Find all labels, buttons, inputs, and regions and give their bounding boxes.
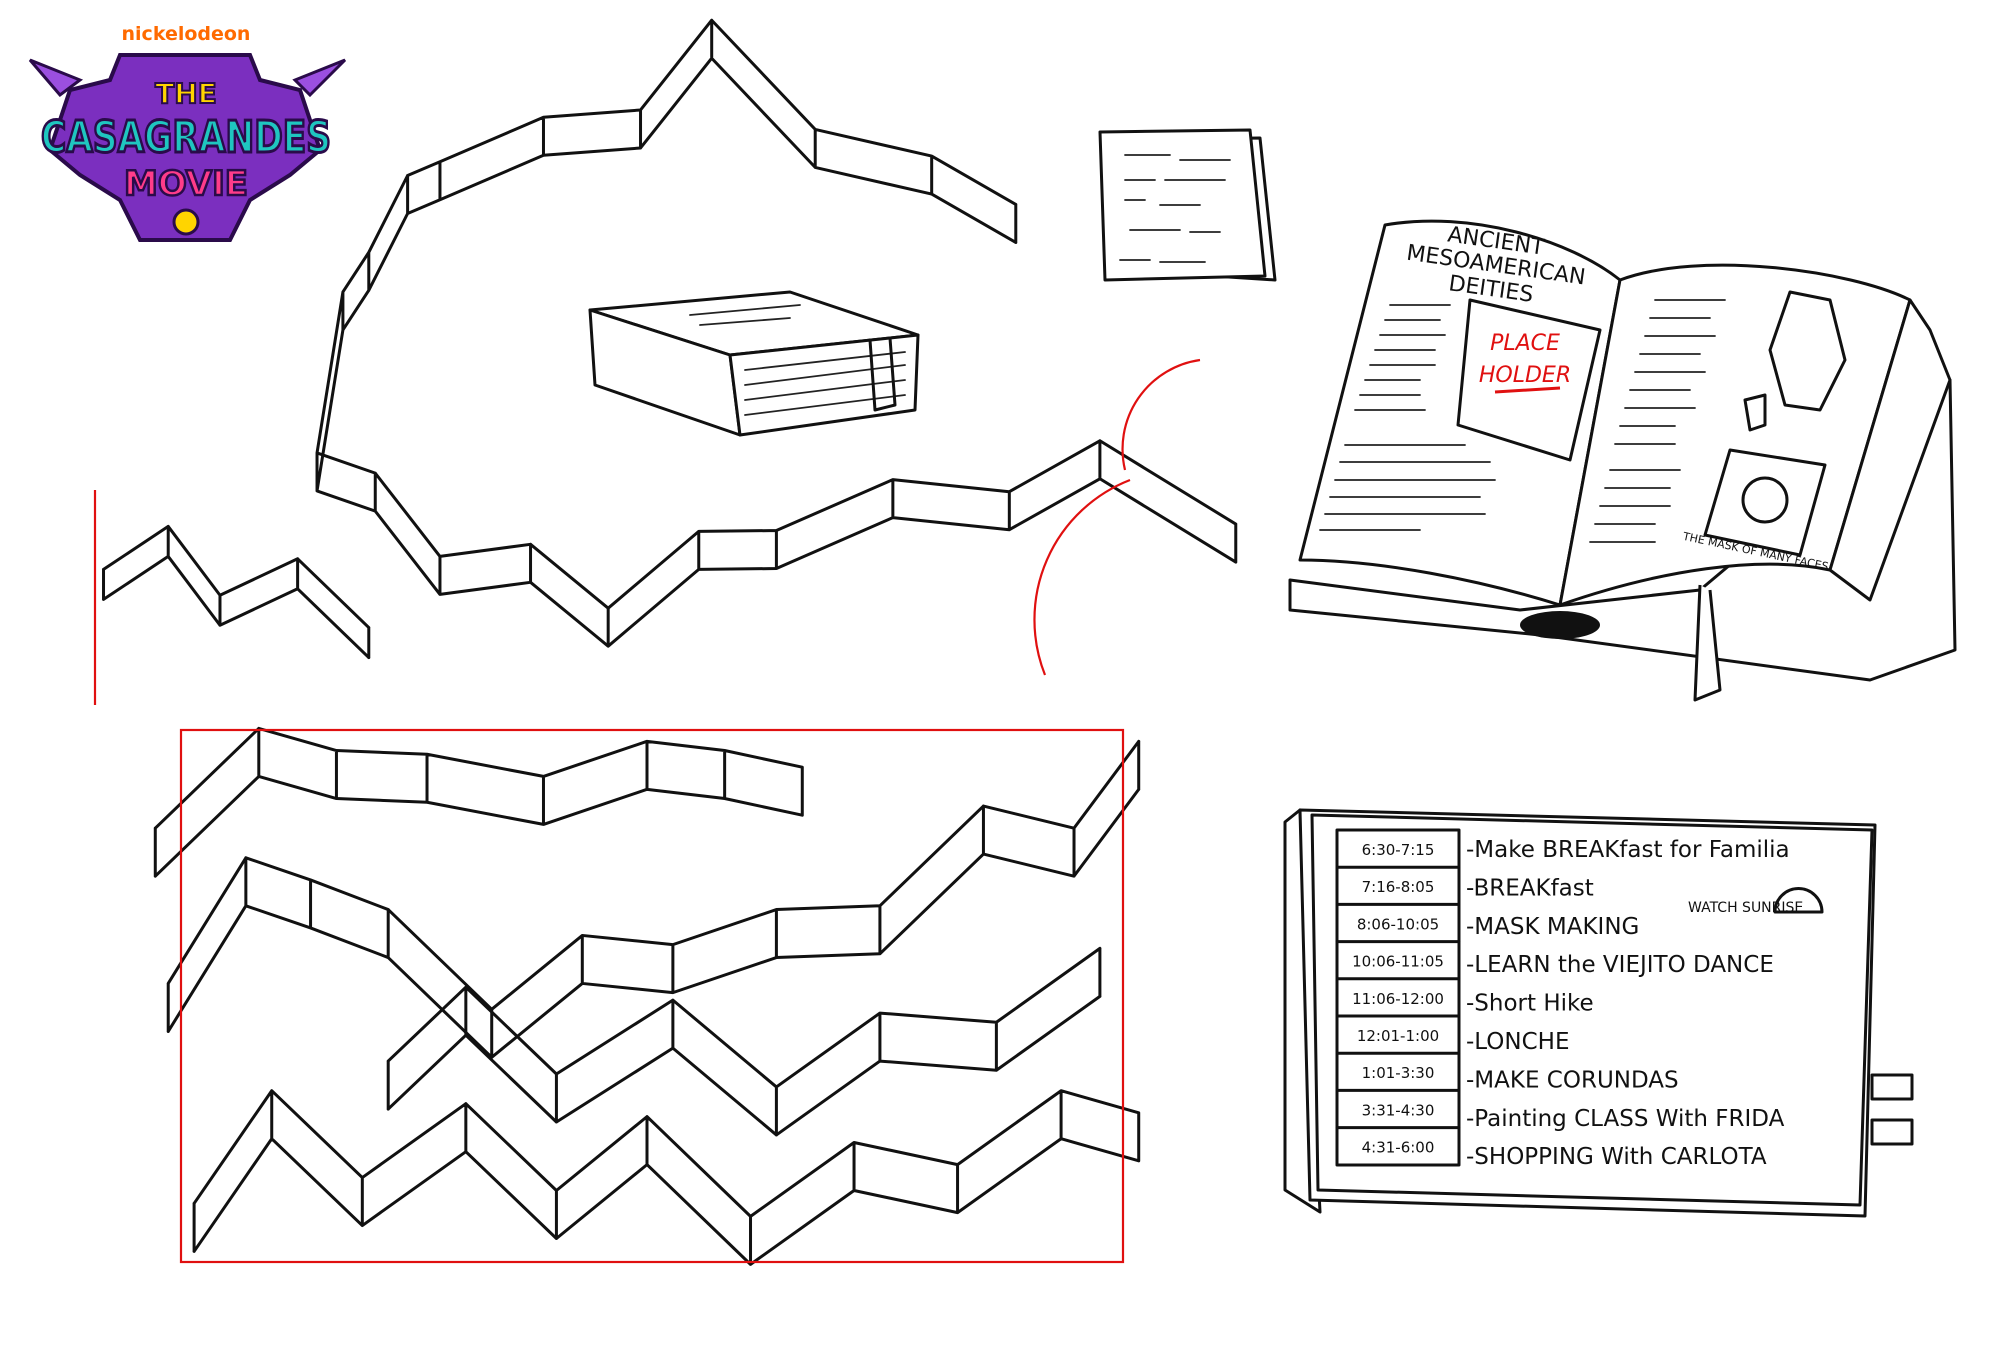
schedule-time: 11:06-12:00 bbox=[1352, 990, 1444, 1008]
schedule-activity: -MASK MAKING bbox=[1466, 914, 1639, 940]
schedule-time: 4:31-6:00 bbox=[1362, 1139, 1435, 1157]
paper-ribbon bbox=[192, 1089, 1141, 1266]
schedule-activity: -LONCHE bbox=[1466, 1029, 1570, 1055]
sun-icon bbox=[1773, 887, 1824, 914]
schedule-activity: -Painting CLASS With FRIDA bbox=[1466, 1106, 1785, 1132]
paper-ribbon bbox=[153, 726, 804, 878]
schedule-time: 7:16-8:05 bbox=[1362, 878, 1435, 896]
logo-network: nickelodeon bbox=[122, 23, 251, 45]
mask-illustration bbox=[1703, 448, 1827, 557]
schedule-time: 8:06-10:05 bbox=[1357, 915, 1439, 933]
schedule-rows: 6:30-7:15 -Make BREAKfast for Familia 7:16… bbox=[1335, 837, 1790, 1170]
placeholder-frame bbox=[1456, 298, 1602, 462]
schedule-notebook: 6:30-7:15 -Make BREAKfast for Familia 7:16… bbox=[1283, 808, 1914, 1218]
schedule-note: WATCH SUNRISE bbox=[1688, 900, 1803, 916]
paper-ribbon bbox=[386, 946, 1102, 1137]
red-arc-top bbox=[1121, 358, 1201, 471]
red-frame bbox=[179, 728, 1125, 1264]
logo-casagrandes: CASAGRANDES bbox=[41, 112, 331, 163]
schedule-activity: -BREAKfast bbox=[1466, 875, 1594, 901]
closed-book bbox=[588, 290, 920, 437]
paper-ribbon bbox=[102, 524, 371, 660]
bookmark-ribbon bbox=[1693, 584, 1722, 702]
logo-temple-shape bbox=[47, 53, 323, 242]
paper-ribbon bbox=[166, 739, 1141, 1059]
schedule-time-column bbox=[1335, 828, 1461, 1167]
red-arc-bottom bbox=[1033, 478, 1131, 676]
folded-paper-ribbons bbox=[102, 18, 1238, 1266]
logo-feathers bbox=[28, 58, 347, 98]
schedule-time: 1:01-3:30 bbox=[1362, 1064, 1435, 1082]
schedule-activity: -LEARN the VIEJITO DANCE bbox=[1466, 952, 1774, 978]
logo-movie: MOVIE bbox=[124, 164, 248, 204]
placeholder-line-2: HOLDER bbox=[1479, 363, 1571, 388]
schedule-time: 12:01-1:00 bbox=[1357, 1027, 1439, 1045]
schedule-activity: -SHOPPING With CARLOTA bbox=[1466, 1144, 1767, 1170]
schedule-time: 3:31-4:30 bbox=[1362, 1101, 1435, 1119]
schedule-time: 10:06-11:05 bbox=[1352, 953, 1444, 971]
logo-the: THE bbox=[155, 77, 217, 110]
schedule-activity: -Make BREAKfast for Familia bbox=[1466, 837, 1790, 863]
red-guides bbox=[93, 358, 1201, 1264]
schedule-activity: -MAKE CORUNDAS bbox=[1466, 1067, 1679, 1093]
paper-ribbon bbox=[315, 18, 1238, 648]
notepad bbox=[1098, 128, 1277, 282]
schedule-time: 6:30-7:15 bbox=[1362, 841, 1435, 859]
placeholder-line-1: PLACE bbox=[1490, 331, 1560, 356]
schedule-activity: -Short Hike bbox=[1466, 991, 1594, 1017]
logo-emblem bbox=[172, 208, 200, 236]
open-book: ANCIENT MESOAMERICAN DEITIES PLACE HOLDE… bbox=[1288, 219, 1957, 702]
movie-logo: nickelodeon THE CASAGRANDES MOVIE bbox=[28, 23, 347, 242]
